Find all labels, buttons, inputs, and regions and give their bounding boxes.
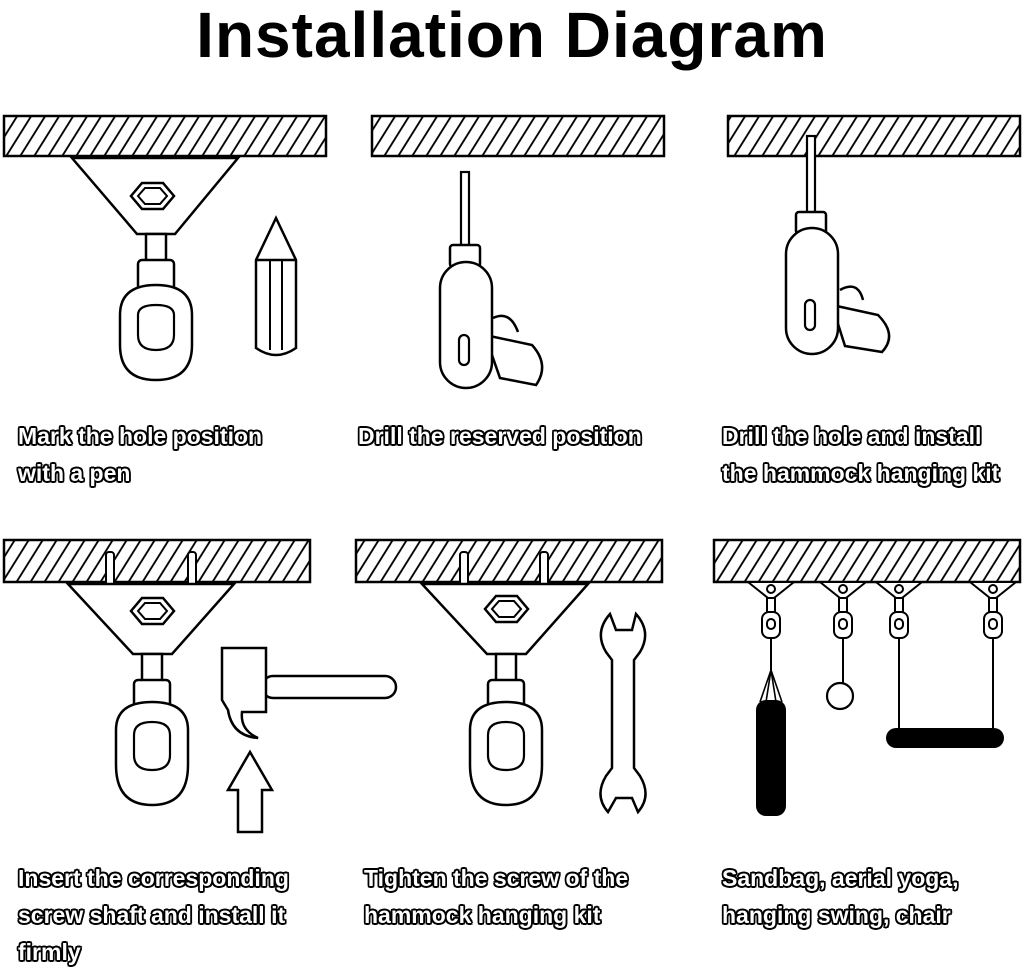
step-3-drill-install	[700, 110, 1024, 410]
step-2-drill-position	[350, 110, 680, 410]
step-1-caption: Mark the hole position with a pen	[18, 423, 263, 486]
step-6-caption: Sandbag, aerial yoga, hanging swing, cha…	[722, 865, 959, 928]
hammer-icon	[220, 646, 398, 740]
yoga-ball-icon	[825, 638, 855, 711]
arrow-up-icon	[225, 749, 275, 834]
drill-icon	[438, 170, 544, 390]
hanging-hook-icon	[65, 582, 237, 807]
hanging-hook-icon	[69, 156, 241, 382]
sandbag-icon	[756, 638, 786, 816]
step-5-caption: Tighten the screw of the hammock hanging…	[364, 865, 629, 928]
diagram-title: Installation Diagram	[196, 0, 828, 71]
ceiling-beam	[2, 114, 328, 158]
hanging-hook-icon	[419, 582, 591, 807]
step-6-applications	[700, 530, 1024, 840]
wrench-icon	[599, 611, 647, 815]
step-3-caption: Drill the hole and install the hammock h…	[722, 423, 1000, 486]
pencil-icon	[254, 215, 298, 357]
step-1-mark-hole	[0, 110, 340, 410]
swing-icon	[886, 638, 1004, 748]
step-4-caption: Insert the corresponding screw shaft and…	[18, 865, 289, 965]
step-5-tighten-screw	[350, 530, 680, 840]
drill-icon	[784, 134, 891, 356]
step-4-insert-screw	[0, 530, 410, 840]
step-2-caption: Drill the reserved position	[358, 423, 642, 449]
hanger-mounts	[745, 581, 1019, 639]
